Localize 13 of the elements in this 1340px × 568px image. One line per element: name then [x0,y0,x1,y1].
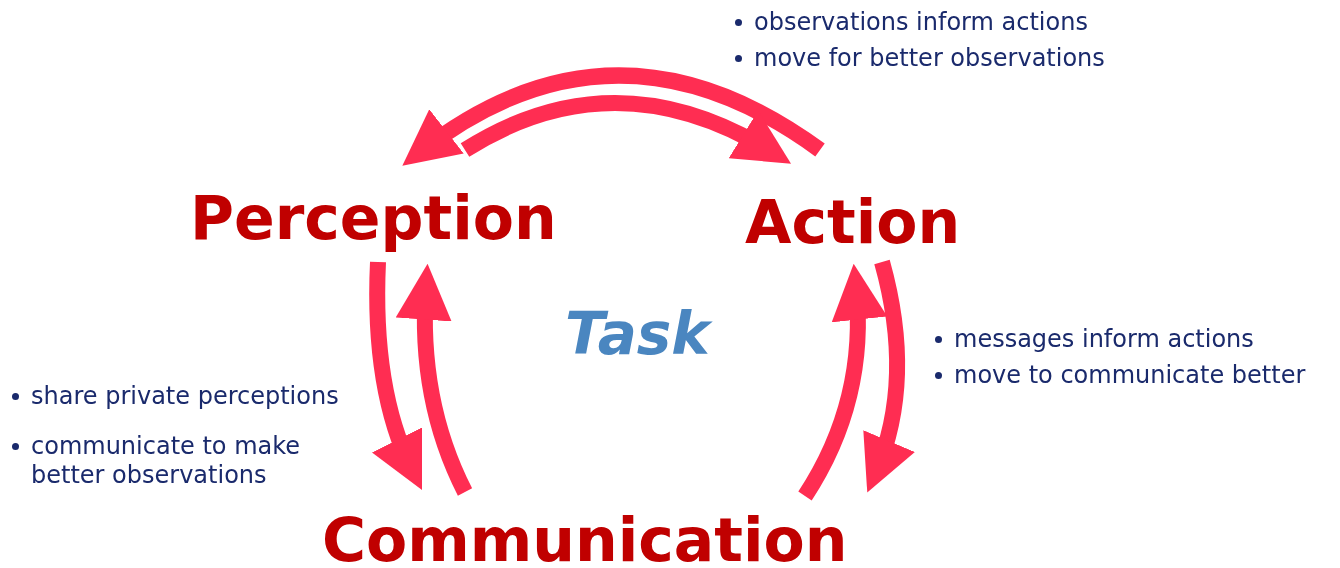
bullet-text: observations inform actions [754,8,1088,37]
bullet-text: messages inform actions [954,325,1254,354]
concept-label: Action [745,192,961,252]
curved-arrow [461,95,792,164]
bullet-text: communicate to make better observations [31,432,302,490]
bullet-text: share private perceptions [31,382,339,411]
curved-arrow [798,263,887,501]
curved-arrow [369,261,424,491]
curved-arrow [401,67,825,165]
curved-arrow [396,263,473,496]
concept-label: Communication [322,510,848,568]
bullet-text: move for better observations [754,44,1105,73]
bullet-text: move to communicate better [954,361,1306,390]
